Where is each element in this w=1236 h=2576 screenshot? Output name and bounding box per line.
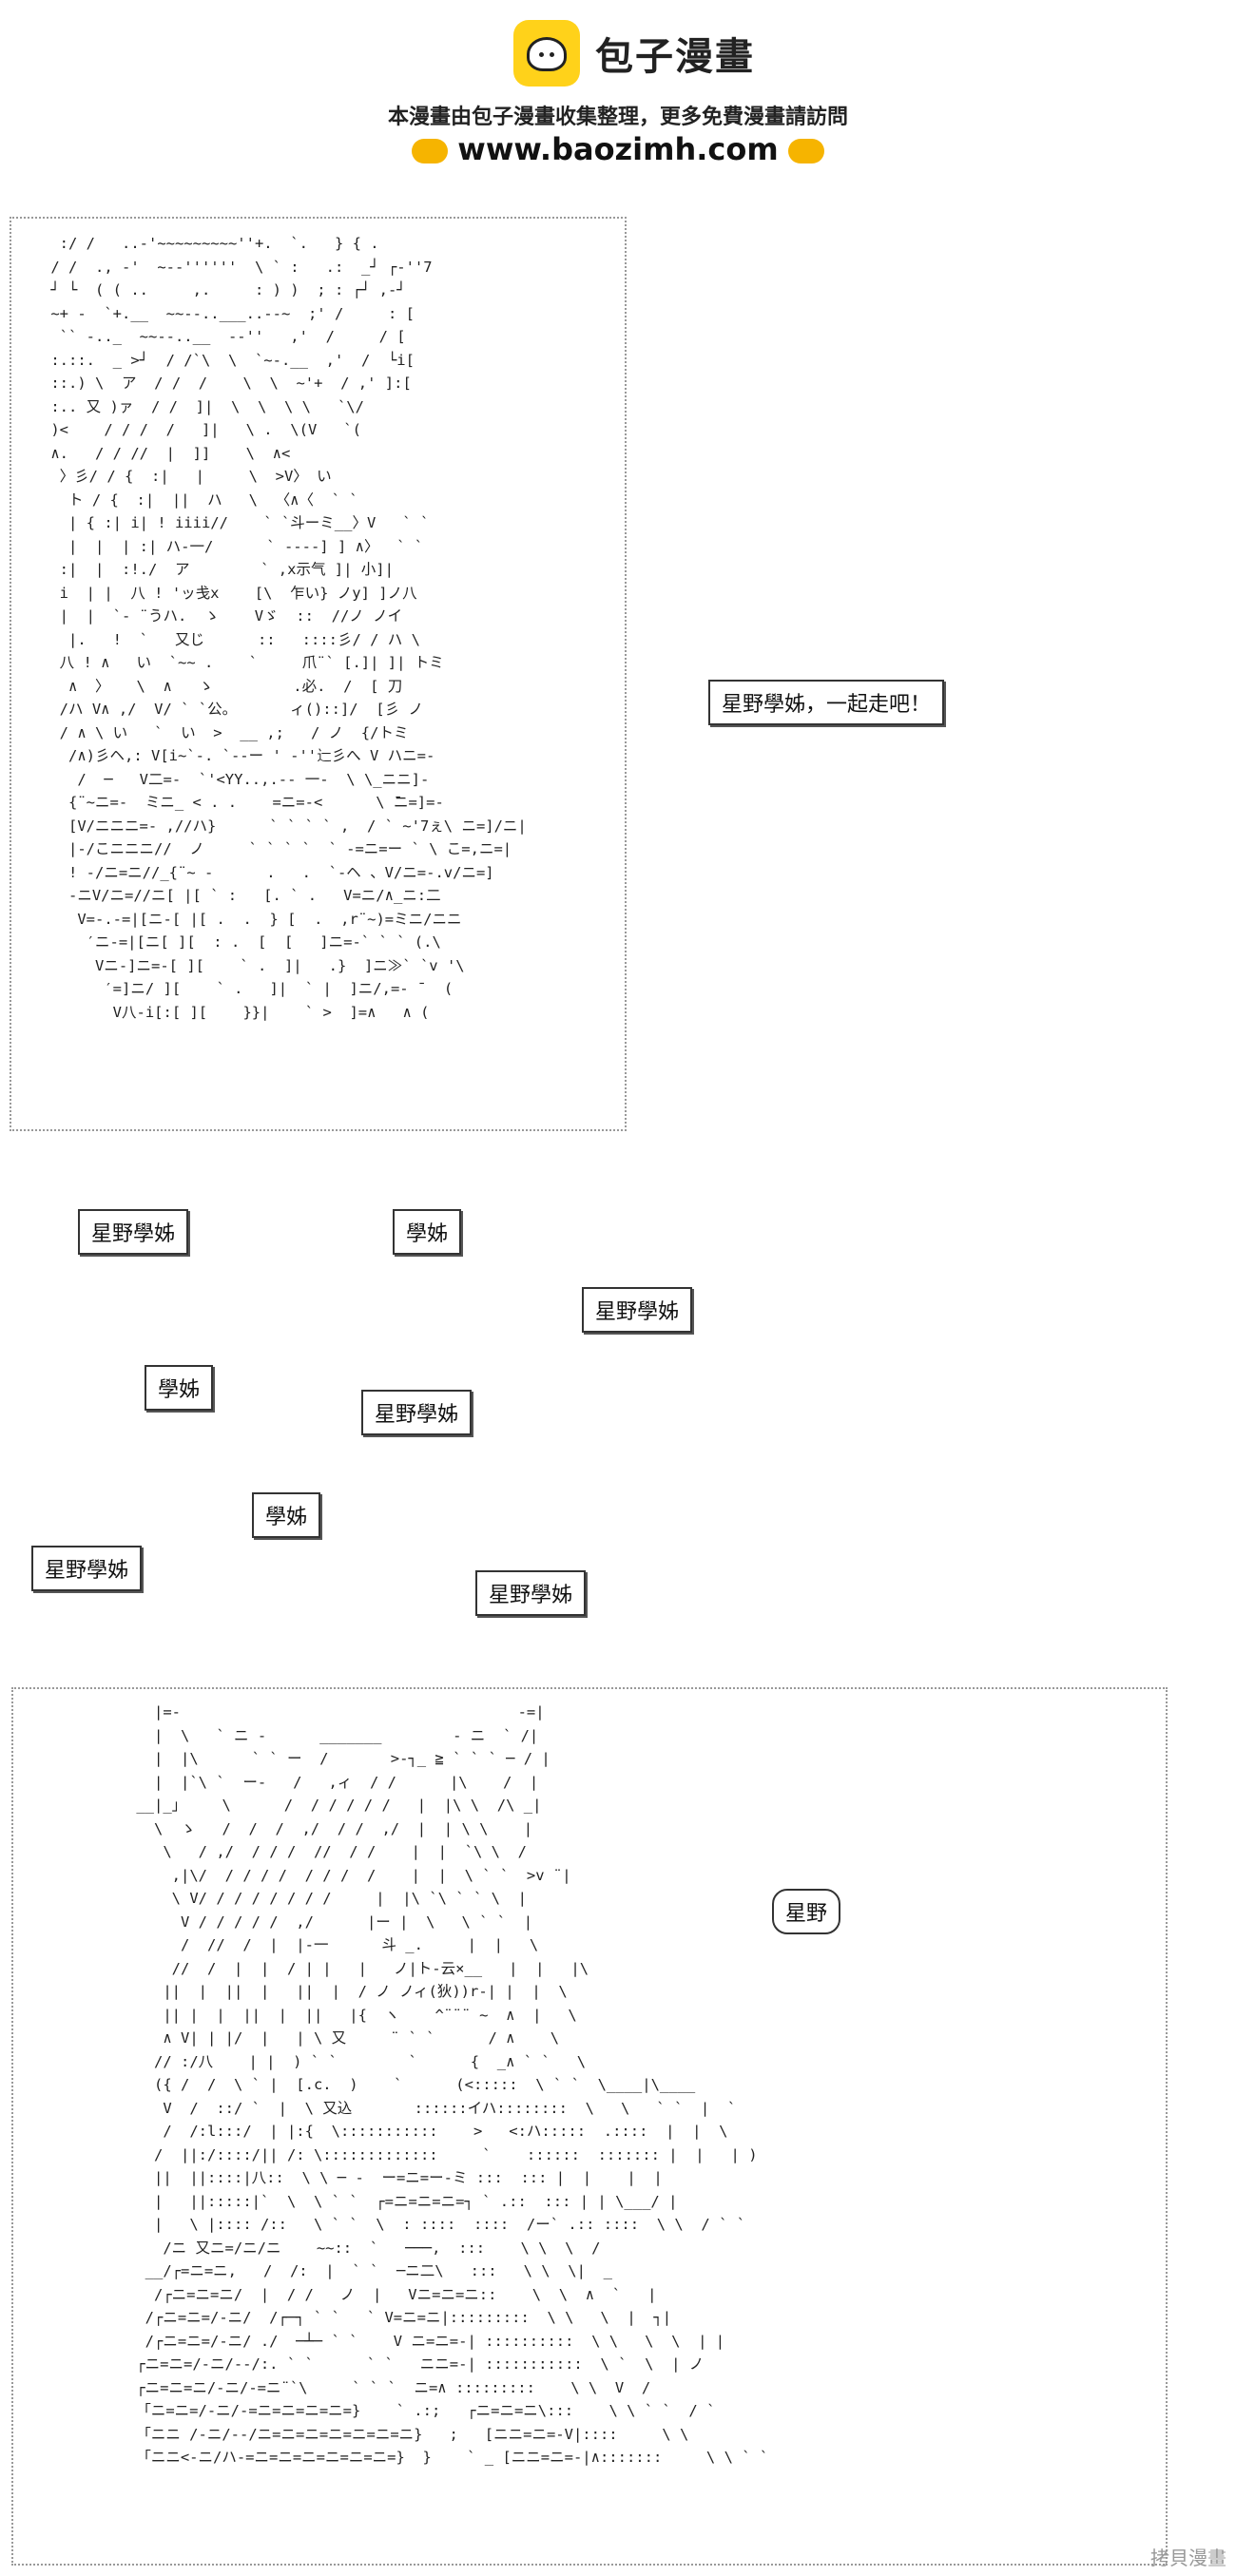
pointing-hand-icon bbox=[412, 139, 449, 163]
speech-balloon: 學姊 bbox=[145, 1365, 214, 1411]
ascii-art-panel-1: :/ / ..-'~~~~~~~~~''+. `. } { . / / ., -… bbox=[10, 217, 627, 1131]
speech-balloon: 星野學姊 bbox=[475, 1570, 587, 1616]
bun-logo-icon bbox=[513, 20, 580, 87]
speech-balloon: 星野學姊 bbox=[78, 1209, 189, 1255]
ascii-art-girl: :/ / ..-'~~~~~~~~~''+. `. } { . / / ., -… bbox=[50, 235, 527, 1021]
site-tagline: 本漫畫由包子漫畫收集整理，更多免費漫畫請訪問 bbox=[387, 106, 848, 129]
pointing-hand-icon bbox=[787, 139, 824, 163]
site-name: 包子漫畫 bbox=[595, 35, 755, 79]
speech-balloon: 星野 bbox=[772, 1889, 841, 1934]
speech-balloon: 星野學姊 bbox=[582, 1287, 693, 1333]
speech-balloon: 星野學姊 bbox=[361, 1390, 473, 1435]
speech-balloon: 學姊 bbox=[393, 1209, 462, 1255]
speech-balloon: 星野學姊，一起走吧！ bbox=[708, 680, 945, 725]
speech-balloon: 星野學姊 bbox=[31, 1546, 143, 1591]
site-url-row[interactable]: www.baozimh.com bbox=[0, 131, 1236, 167]
ascii-art-girl-hugging: |=- -=| | \ ` ニ - _______ - ニ ` /| | |\ … bbox=[136, 1703, 769, 2466]
watermark: 拷貝漫畫 bbox=[1150, 2547, 1226, 2569]
speech-balloon: 學姊 bbox=[252, 1492, 321, 1538]
ascii-art-panel-2: |=- -=| | \ ` ニ - _______ - ニ ` /| | |\ … bbox=[11, 1687, 1168, 2566]
logo[interactable]: 包子漫畫 bbox=[513, 19, 755, 87]
site-url-link[interactable]: www.baozimh.com bbox=[457, 131, 779, 167]
site-header: 包子漫畫 本漫畫由包子漫畫收集整理，更多免費漫畫請訪問 www.baozimh.… bbox=[0, 0, 1236, 176]
